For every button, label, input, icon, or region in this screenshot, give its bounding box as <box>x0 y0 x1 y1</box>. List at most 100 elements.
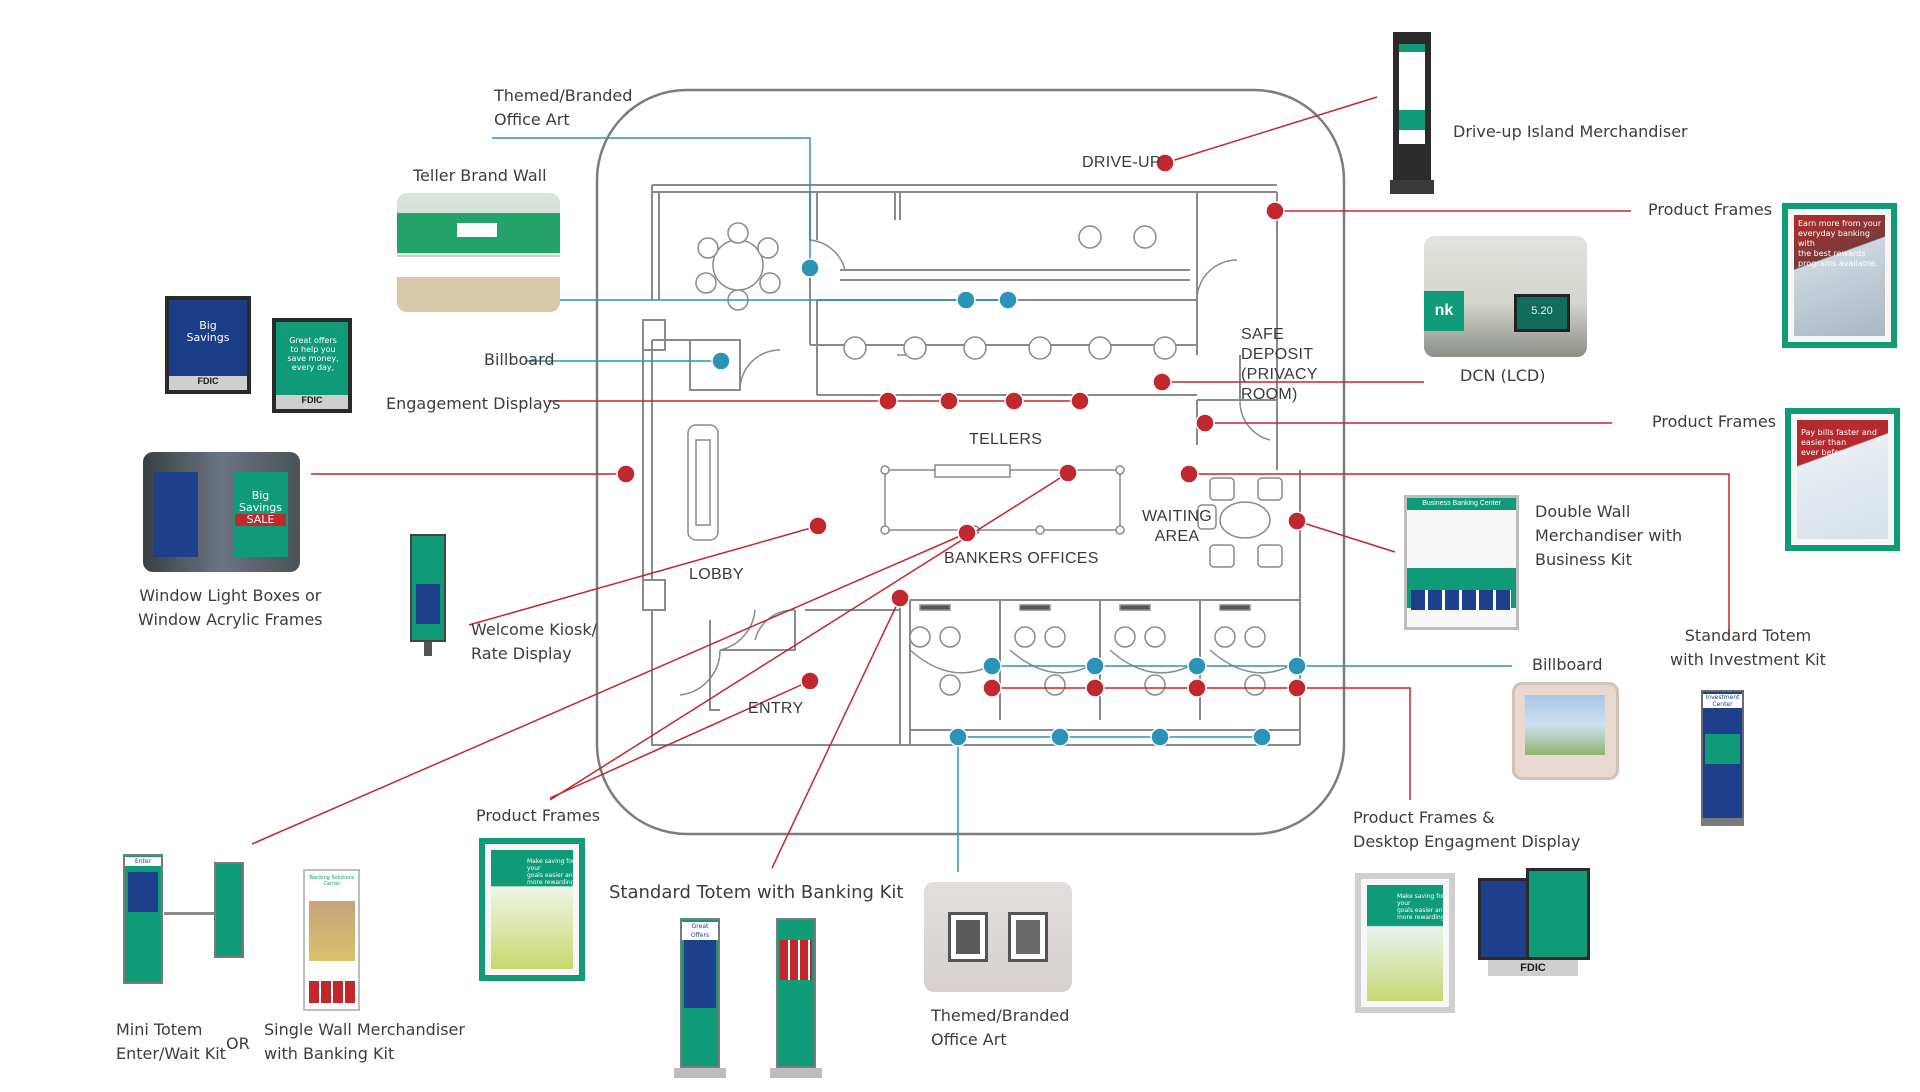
art-line: Banking Solutions <box>309 875 355 881</box>
mini-totem-body <box>214 862 244 958</box>
dcn-screen: 5.20 <box>1514 294 1570 332</box>
art-line: Savings <box>186 331 230 344</box>
window-sign-2: Big Savings SALE <box>233 472 288 557</box>
art-line: every day, <box>291 363 335 372</box>
queue-stanchions <box>880 464 1125 535</box>
product-frame-bottom-left: Make saving for your goals easier and mo… <box>479 838 585 981</box>
marker-teller-wall-2 <box>998 290 1018 310</box>
red-leader-lines <box>251 96 1730 869</box>
banker-desks <box>909 604 1301 696</box>
art-line: Big <box>199 319 217 332</box>
art-photo-1 <box>956 920 980 954</box>
earn-more-text: Earn more from your everyday banking wit… <box>1798 219 1888 269</box>
label-line: Enter/Wait Kit <box>116 1044 226 1063</box>
room-lobby: LOBBY <box>689 566 744 583</box>
art-line: ever before. <box>1801 448 1850 457</box>
label-themed-office-art-bottom: Themed/Branded Office Art <box>931 1004 1069 1052</box>
art-line: goals easier and <box>1397 907 1447 914</box>
label-themed-office-art-top: Themed/Branded Office Art <box>494 84 632 132</box>
label-double-wall: Double Wall Merchandiser with Business K… <box>1535 500 1682 572</box>
art-line: Great offers <box>289 336 337 345</box>
totem-base <box>770 1068 822 1078</box>
marker-teller-wall-1 <box>956 290 976 310</box>
teller-counter <box>397 255 560 277</box>
merch-pockets <box>309 981 355 1003</box>
themed-office-art-photo <box>924 882 1072 992</box>
room-tellers: TELLERS <box>969 431 1043 448</box>
marker-billboard-left <box>711 351 731 371</box>
label-billboard-right: Billboard <box>1532 655 1603 674</box>
art-line: Earn more from your <box>1798 219 1882 228</box>
double-wall-merchandiser: Business Banking Center <box>1404 495 1519 630</box>
label-line: Office Art <box>494 110 570 129</box>
merch-brochures <box>1411 590 1511 610</box>
great-offers-text: Great offers to help you save money, eve… <box>280 336 346 372</box>
product-frame-earn-more: Earn more from your everyday banking wit… <box>1782 203 1897 348</box>
marker-mini-totem <box>1058 463 1078 483</box>
waiting-line-1: WAITING <box>1142 508 1212 525</box>
art-line: more rewarding. <box>1397 914 1447 921</box>
label-dcn: DCN (LCD) <box>1460 366 1546 385</box>
teller-brand-wall-photo <box>397 193 560 312</box>
safe-line-2: DEPOSIT <box>1241 346 1314 363</box>
marker-dcn <box>1152 372 1172 392</box>
kiosk-base <box>424 642 432 656</box>
mini-totem-1: Enter <box>123 854 163 990</box>
label-product-frames-desktop: Product Frames & Desktop Engagment Displ… <box>1353 806 1580 854</box>
art-line: goals easier and <box>527 872 577 879</box>
billboard-photo-right <box>1512 682 1619 780</box>
art-line: Big <box>251 489 270 502</box>
label-line: Standard Totem <box>1684 626 1812 645</box>
great-offers-totem-text: Great Offers <box>682 922 718 940</box>
lobby-table <box>687 424 719 541</box>
dcn-wall-sign: nk <box>1424 291 1464 331</box>
product-frame-pay-bills: Pay bills faster and easier than ever be… <box>1785 408 1900 551</box>
marker-billboard-2 <box>1085 656 1105 676</box>
label-line: Mini Totem <box>116 1020 203 1039</box>
billboard-image <box>1525 695 1605 755</box>
totem-pocket-area <box>1705 734 1740 764</box>
marker-product-frames-2 <box>1195 413 1215 433</box>
label-or: OR <box>226 1034 250 1053</box>
label-line: Double Wall <box>1535 502 1631 521</box>
label-drive-up-island: Drive-up Island Merchandiser <box>1453 122 1688 141</box>
marker-office-art-3 <box>1150 727 1170 747</box>
totem-panel <box>684 938 716 1008</box>
label-line: Desktop Engagment Display <box>1353 832 1581 851</box>
label-line: Office Art <box>931 1030 1007 1049</box>
billboard-display-1: Big Savings FDIC <box>165 296 251 394</box>
single-wall-merchandiser: Banking Solutions Center <box>303 869 360 1011</box>
marker-window <box>616 464 636 484</box>
desktop-screen-green <box>1526 868 1590 960</box>
art-line: easier than <box>1801 438 1847 447</box>
art-line: SALE <box>235 514 286 526</box>
window-big-savings: Big Savings SALE <box>235 490 286 526</box>
teller-chairs <box>843 225 1177 360</box>
desktop-fdic-base: FDIC <box>1488 960 1578 976</box>
art-line: Make saving for your <box>1397 893 1445 907</box>
safe-line-1: SAFE <box>1241 326 1284 343</box>
marker-banking-totem <box>890 588 910 608</box>
label-standard-totem-banking: Standard Totem with Banking Kit <box>609 882 904 903</box>
blue-leader-lines <box>492 137 1512 872</box>
label-line: Themed/Branded <box>494 86 633 105</box>
fdic-base: FDIC <box>169 376 247 390</box>
totem-base <box>1701 818 1744 826</box>
label-line: with Banking Kit <box>264 1044 395 1063</box>
marker-billboard-1 <box>982 656 1002 676</box>
marker-office-art-4 <box>1252 727 1272 747</box>
marker-totem-investment <box>1179 464 1199 484</box>
marker-desk-4 <box>1287 678 1307 698</box>
floor-outline <box>595 88 1346 836</box>
marker-engagement-4 <box>1070 391 1090 411</box>
label-mini-totem: Mini Totem Enter/Wait Kit <box>116 1018 226 1066</box>
marker-desk-3 <box>1187 678 1207 698</box>
waiting-line-2: AREA <box>1154 528 1200 545</box>
label-product-frames-right-2: Product Frames <box>1652 412 1777 431</box>
red-markers <box>616 153 1307 698</box>
desktop-engagement-display: FDIC <box>1478 868 1590 996</box>
art-line: everyday banking with <box>1798 229 1870 248</box>
enter-text: Enter <box>125 857 161 866</box>
make-saving-text-2: Make saving for your goals easier and mo… <box>527 858 585 886</box>
totem-base <box>674 1068 726 1078</box>
